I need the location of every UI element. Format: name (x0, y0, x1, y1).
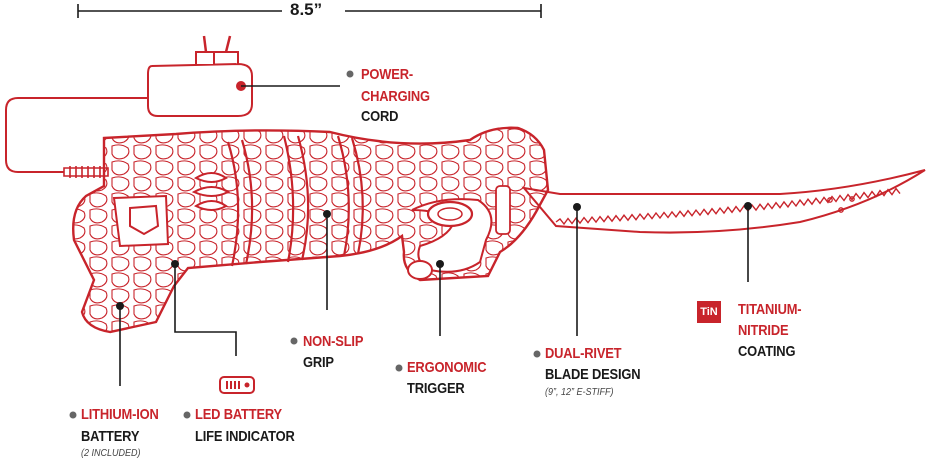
tin-badge: TiN (697, 301, 721, 323)
coating-label-line1: TITANIUM- (738, 301, 802, 318)
led-label-line2: LIFE INDICATOR (195, 428, 295, 445)
power-label-line3: CORD (361, 108, 399, 125)
battery-label-line1: LITHIUM-ION (81, 406, 159, 423)
coating-label-line2: NITRIDE (738, 322, 789, 339)
power-label-line2: CHARGING (361, 88, 430, 105)
battery-note: (2 INCLUDED) (81, 448, 141, 459)
leader-dots (69, 70, 541, 419)
knife-handle (72, 126, 550, 334)
trigger-button (426, 200, 474, 228)
battery-door (112, 194, 170, 248)
battery-label-line2: BATTERY (81, 428, 140, 445)
blade-release (495, 185, 511, 235)
trigger-label-line1: ERGONOMIC (407, 359, 487, 376)
trigger (407, 260, 433, 280)
leader-lines (119, 85, 749, 386)
coating-label-line3: COATING (738, 343, 796, 360)
trigger-label-line2: TRIGGER (407, 380, 465, 397)
dimension-label: 8.5” (290, 0, 323, 19)
led-label-line1: LED BATTERY (195, 406, 282, 423)
dimension-line (77, 4, 542, 18)
power-label-line1: POWER- (361, 66, 414, 83)
rivet-label-line2: BLADE DESIGN (545, 366, 641, 383)
cord-strain-relief (63, 166, 109, 178)
rivet-label-line1: DUAL-RIVET (545, 345, 622, 362)
blade-holes (827, 196, 855, 213)
grip-label-line1: NON-SLIP (303, 333, 364, 350)
charging-cord (5, 97, 148, 173)
blade (521, 169, 926, 234)
grip-label-line2: GRIP (303, 354, 334, 371)
charger-plug (147, 35, 253, 117)
rivet-note: (9”, 12” E-STIFF) (545, 387, 614, 398)
grip-bands (226, 135, 364, 267)
blade-serration (555, 187, 901, 226)
vent-slots (191, 172, 231, 211)
led-battery-indicator (219, 376, 255, 394)
